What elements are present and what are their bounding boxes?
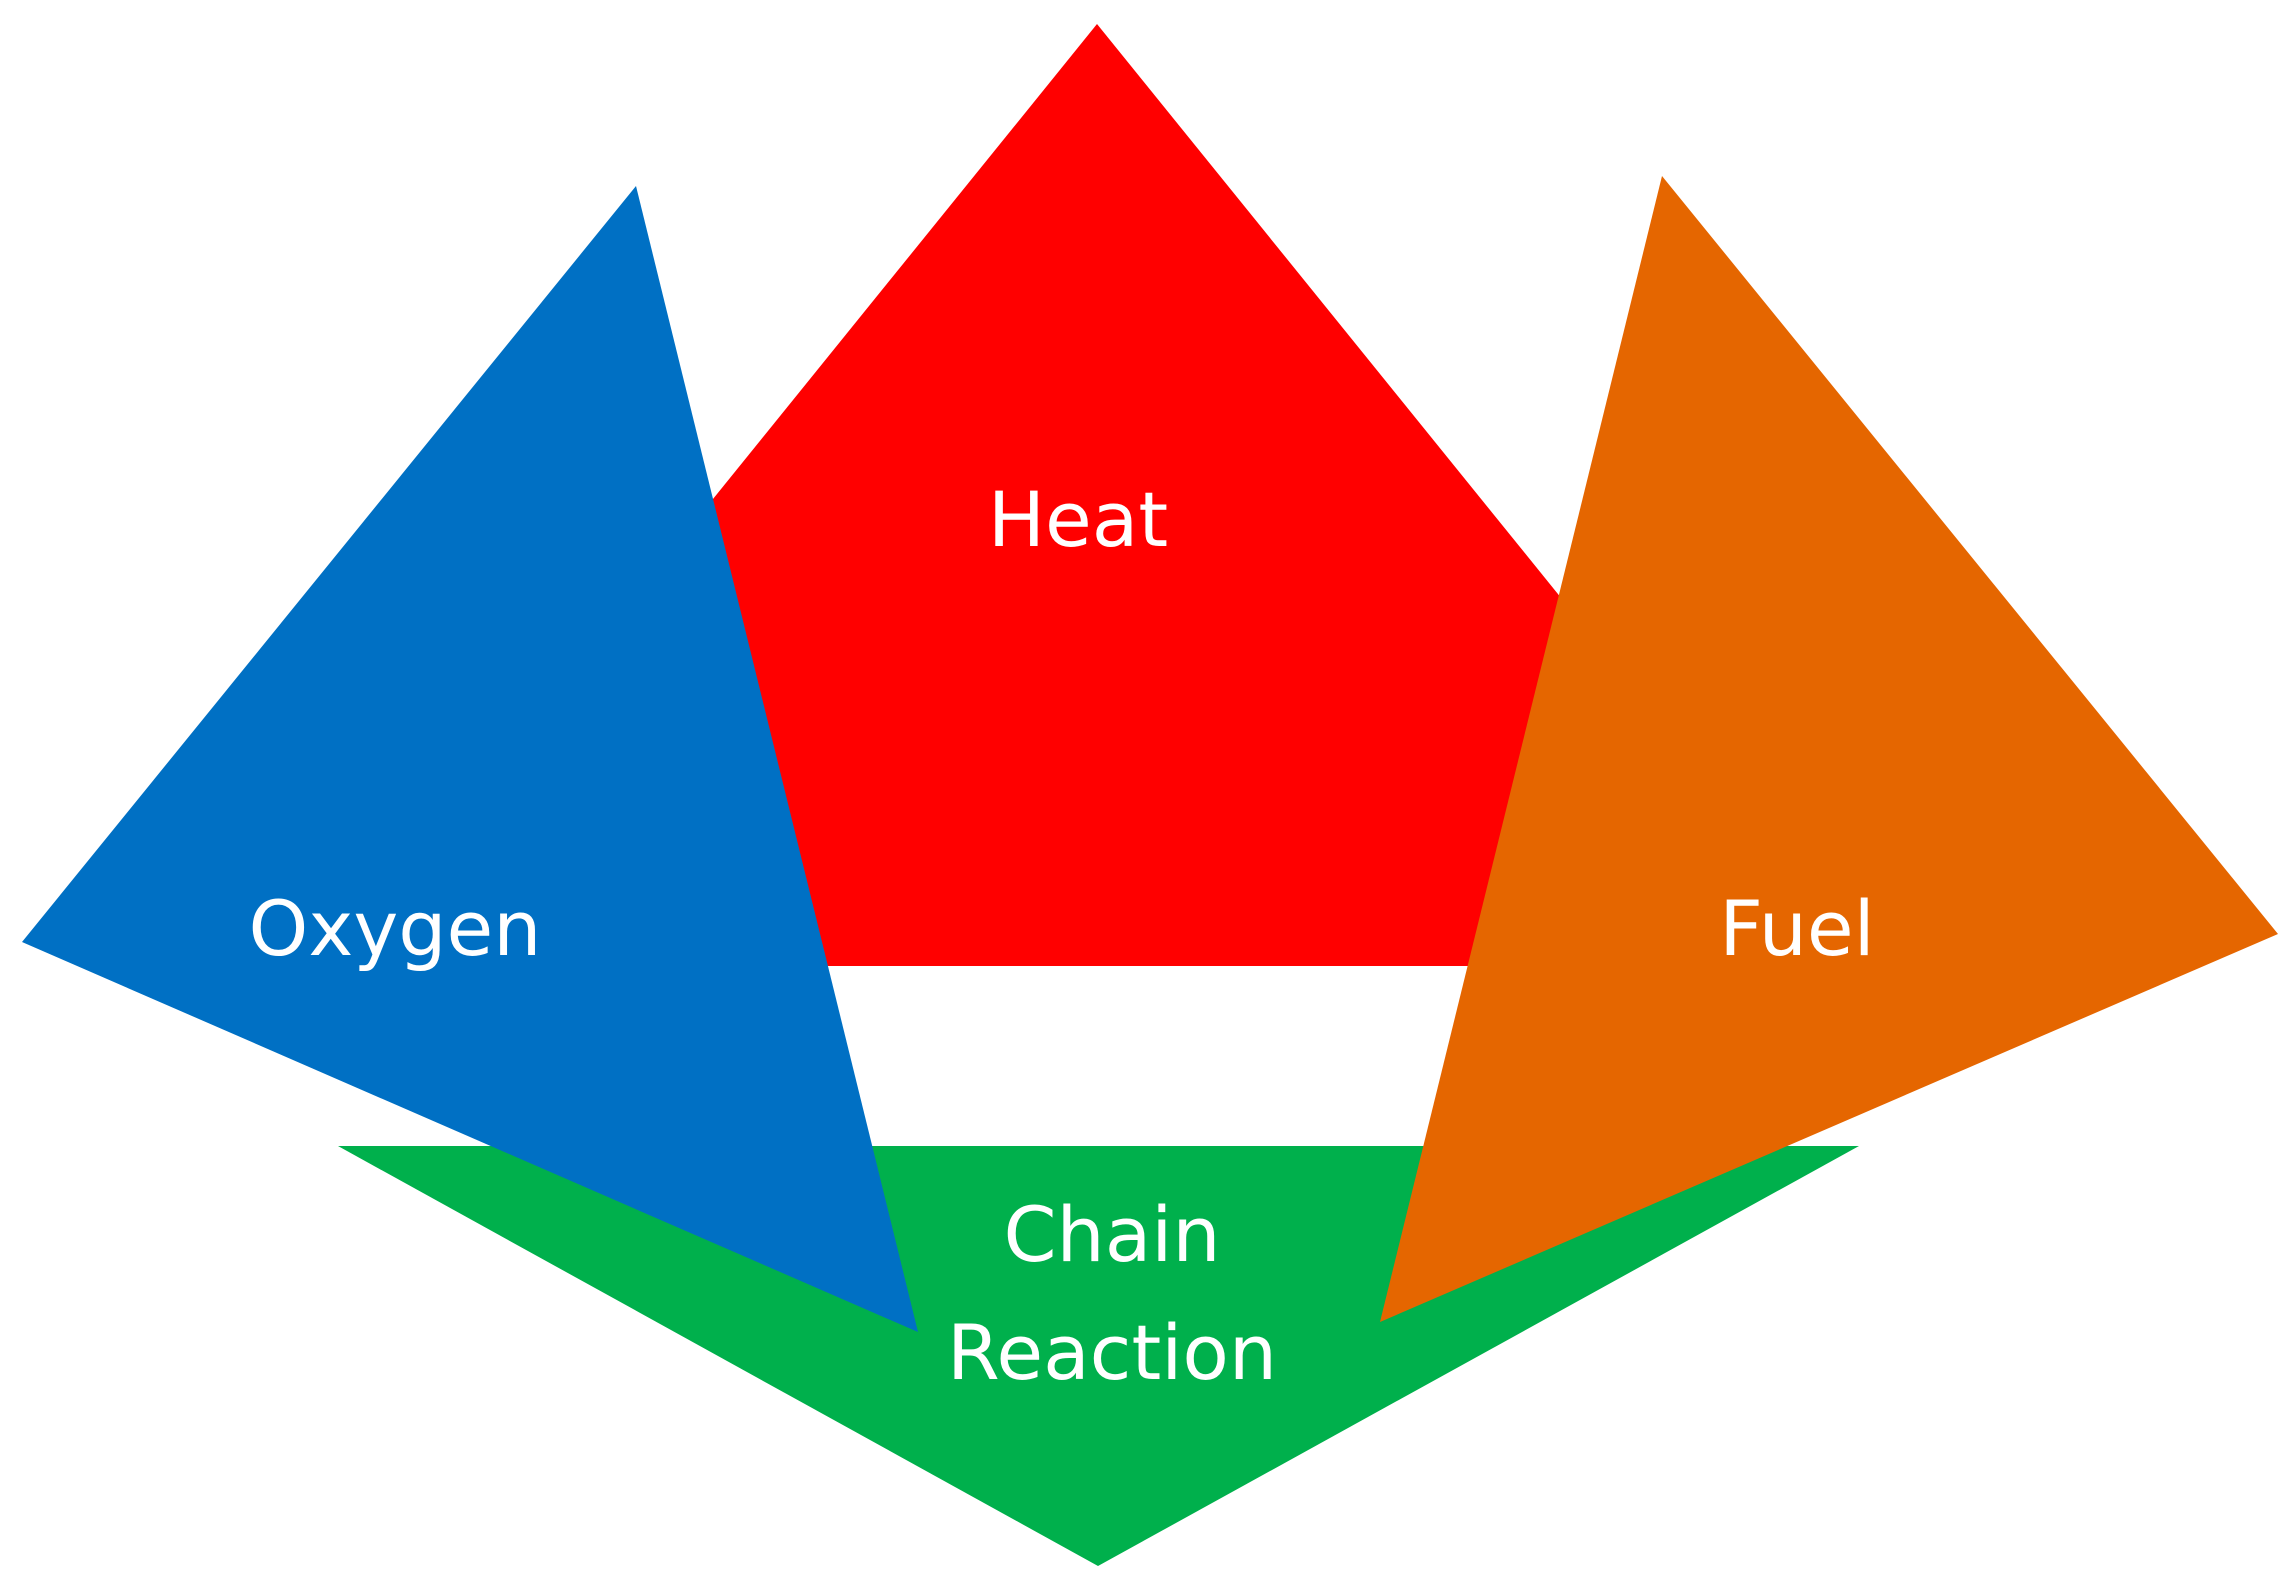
chain-reaction-label-line2: Reaction [947, 1308, 1277, 1397]
oxygen-label: Oxygen [249, 884, 542, 973]
fuel-triangle [1380, 176, 2278, 1322]
heat-pentagon [696, 24, 1566, 966]
chain-reaction-label-line1: Chain [1003, 1190, 1220, 1279]
heat-label: Heat [988, 475, 1168, 564]
fuel-label: Fuel [1719, 884, 1875, 973]
oxygen-triangle [22, 186, 918, 1332]
